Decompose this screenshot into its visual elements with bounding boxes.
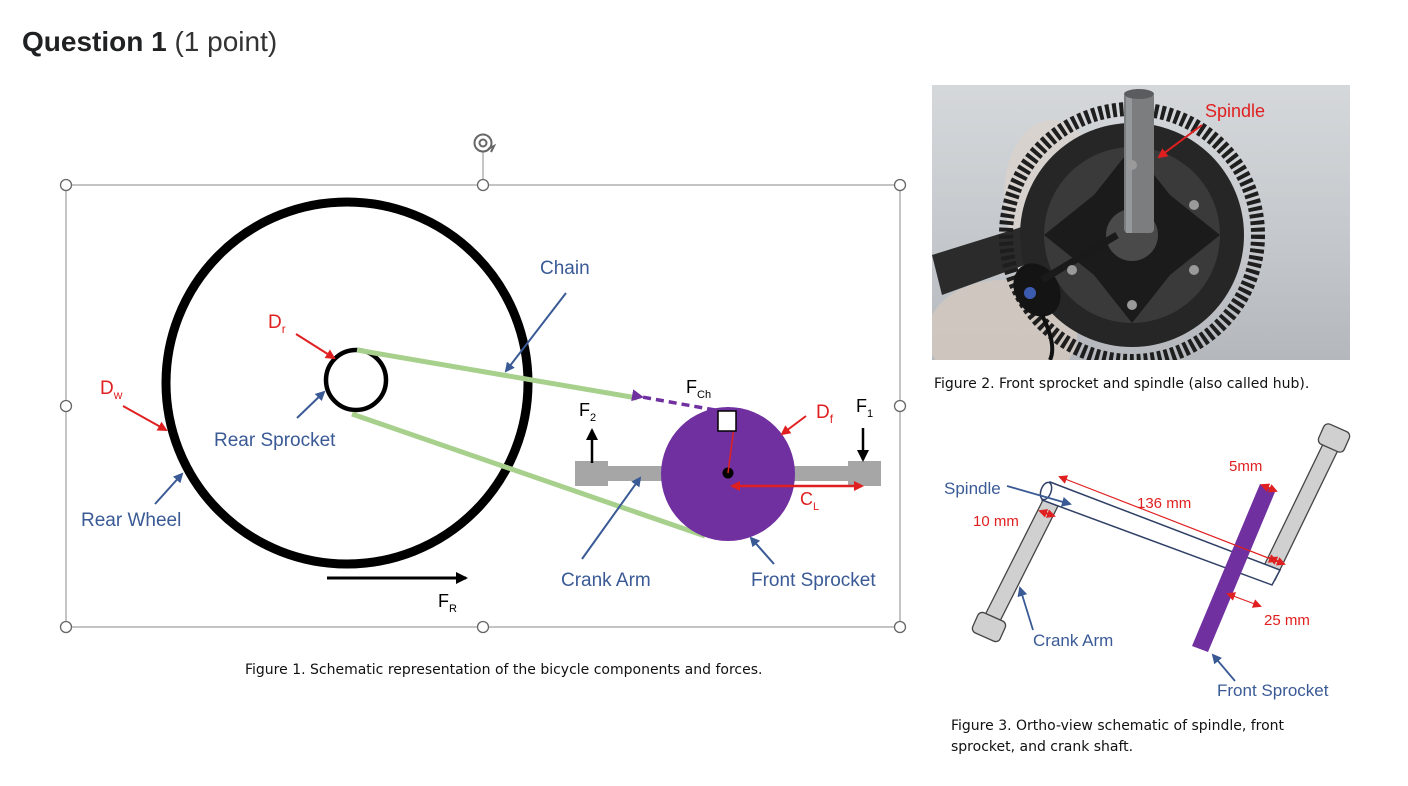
- fig3-25mm-label: 25 mm: [1264, 612, 1310, 629]
- tool-logo: [1024, 287, 1036, 299]
- pedal-right: [848, 461, 881, 486]
- chain-top: [356, 347, 638, 401]
- df-leader-arrow: [780, 415, 807, 436]
- rear-sprocket-circle: [323, 347, 389, 413]
- chain-bottom: [351, 411, 706, 539]
- fch-label: FCh: [686, 377, 711, 401]
- rear-wheel-circle: [161, 197, 533, 569]
- crankset-photo-illustration: Spindle: [932, 89, 1265, 360]
- figure3-caption: Figure 3. Ortho-view schematic of spindl…: [951, 718, 1285, 755]
- crank-arm-label: Crank Arm: [561, 570, 651, 591]
- f1-label: F1: [856, 396, 873, 420]
- rotate-handle-icon[interactable]: [473, 133, 497, 153]
- pedal-left: [575, 461, 608, 486]
- fig3-front-sprocket-leader: [1211, 653, 1236, 682]
- chainring-teeth: [999, 102, 1265, 360]
- fig3-spindle-leader: [1006, 485, 1072, 507]
- dim-136mm-line: [1058, 475, 1278, 563]
- dim-spindle-end-line: [1268, 556, 1286, 566]
- crank-arm-right-end: [1317, 423, 1351, 453]
- figure2-photo: Spindle: [932, 85, 1350, 360]
- cl-label: CL: [800, 489, 819, 513]
- dim-10mm-line: [1038, 509, 1056, 518]
- resize-handle-top-right: [893, 178, 907, 192]
- crank-arm-leader-arrow: [581, 476, 642, 560]
- fig3-spindle-label: Spindle: [944, 479, 1001, 498]
- fig3-front-sprocket-label: Front Sprocket: [1217, 681, 1329, 700]
- figure3-diagram: Spindle 5mm 136 mm 10 mm 25 mm Crank Arm…: [944, 423, 1351, 700]
- resize-handle-bottom-left: [59, 620, 73, 634]
- chainring-bolts: [1067, 160, 1199, 310]
- spindle-leader-arrow: [1157, 124, 1203, 159]
- figure1-diagram[interactable]: Chain Dr Dw Rear Sprocket Rear Wheel FCh…: [0, 0, 930, 700]
- dim-5mm-line: [1260, 483, 1278, 493]
- dr-leader-arrow: [295, 333, 336, 360]
- chain-tooth-block: [717, 410, 737, 432]
- fig3-10mm-label: 10 mm: [973, 513, 1019, 530]
- question-title: Question 1 (1 point): [22, 26, 277, 58]
- dr-label: Dr: [268, 312, 286, 336]
- question-number: Question 1: [22, 26, 167, 57]
- resize-handle-right: [893, 399, 907, 413]
- front-sprocket-leader-arrow: [749, 536, 775, 565]
- fr-label: FR: [438, 591, 457, 615]
- fig3-crank-arm-label: Crank Arm: [1033, 631, 1113, 650]
- dw-leader-arrow: [122, 405, 168, 431]
- spindle-photo-label: Spindle: [1205, 101, 1265, 121]
- df-label: Df: [816, 402, 834, 426]
- resize-handle-top-left: [59, 178, 73, 192]
- crank-arm-left-end: [971, 611, 1007, 643]
- rear-sprocket-leader-arrow: [296, 390, 326, 419]
- figure2-caption: Figure 2. Front sprocket and spindle (al…: [934, 376, 1310, 392]
- resize-handle-bottom: [476, 620, 490, 634]
- rear-wheel-label: Rear Wheel: [81, 510, 181, 531]
- f2-label: F2: [579, 400, 596, 424]
- dw-label: Dw: [100, 378, 123, 402]
- resize-handle-bottom-right: [893, 620, 907, 634]
- rear-wheel-leader-arrow: [154, 472, 184, 505]
- chain-leader-arrow: [504, 292, 567, 373]
- fig3-5mm-label: 5mm: [1229, 458, 1262, 475]
- selection-frame[interactable]: [59, 133, 907, 634]
- resize-handle-left: [59, 399, 73, 413]
- fig3-crank-arm-leader: [1017, 586, 1034, 631]
- question-points: (1 point): [174, 26, 278, 57]
- figure1-caption: Figure 1. Schematic representation of th…: [245, 662, 763, 678]
- front-sprocket-label: Front Sprocket: [751, 570, 876, 591]
- fig3-136mm-label: 136 mm: [1137, 495, 1191, 512]
- resize-handle-top: [476, 178, 490, 192]
- dim-25mm-line: [1226, 592, 1262, 608]
- rear-sprocket-label: Rear Sprocket: [214, 430, 336, 451]
- chain-label: Chain: [540, 258, 590, 279]
